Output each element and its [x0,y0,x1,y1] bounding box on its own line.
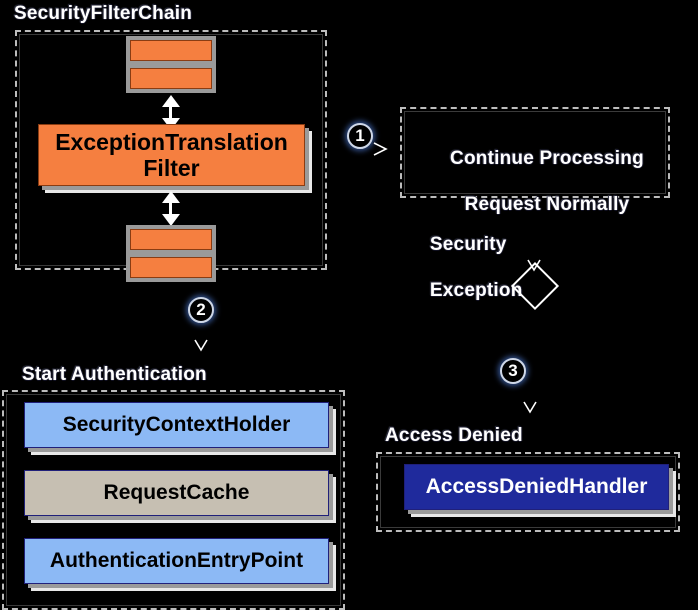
security-exception-line1: Security [429,234,507,255]
continue-processing-label: Continue Processing Request Normally [417,124,655,239]
access-denied-handler-node[interactable]: AccessDeniedHandler [404,464,669,510]
exception-translation-filter-line1: ExceptionTranslation [55,129,288,155]
request-cache-node[interactable]: RequestCache [24,470,329,516]
security-exception-label: Security Exception [408,210,523,325]
filter-bar [130,68,212,89]
step-badge-1: 1 [347,123,373,149]
upper-filter-stack [126,36,216,93]
access-denied-label: Access Denied [385,425,523,446]
exception-translation-filter-node[interactable]: ExceptionTranslation Filter [38,124,305,186]
security-filter-chain-label: SecurityFilterChain [14,3,193,24]
lower-filter-stack [126,225,216,282]
security-context-holder-node[interactable]: SecurityContextHolder [24,402,329,448]
continue-processing-group [400,107,670,198]
continue-processing-line2: Request Normally [464,194,630,215]
arrow-head-up [162,95,180,107]
arrow-head-down [162,214,180,226]
start-authentication-label: Start Authentication [22,364,207,385]
arrow-open-down-icon [523,401,537,414]
filter-bar [130,40,212,61]
arrow-open-down-icon [194,339,208,352]
continue-processing-line1: Continue Processing [450,148,644,169]
security-exception-line2: Exception [429,280,523,301]
start-authentication-group [2,390,345,610]
filter-bar [130,229,212,250]
arrow-open-right-icon [373,142,388,156]
step-badge-3: 3 [500,358,526,384]
arrow-open-down-icon [527,259,541,272]
filter-bar [130,257,212,278]
exception-translation-filter-line2: Filter [143,155,200,181]
step-badge-2: 2 [188,297,214,323]
arrow-shaft [169,200,172,216]
arrow-head-up [162,191,180,203]
access-denied-group [376,452,680,532]
arrow-shaft [169,104,172,120]
authentication-entry-point-node[interactable]: AuthenticationEntryPoint [24,538,329,584]
